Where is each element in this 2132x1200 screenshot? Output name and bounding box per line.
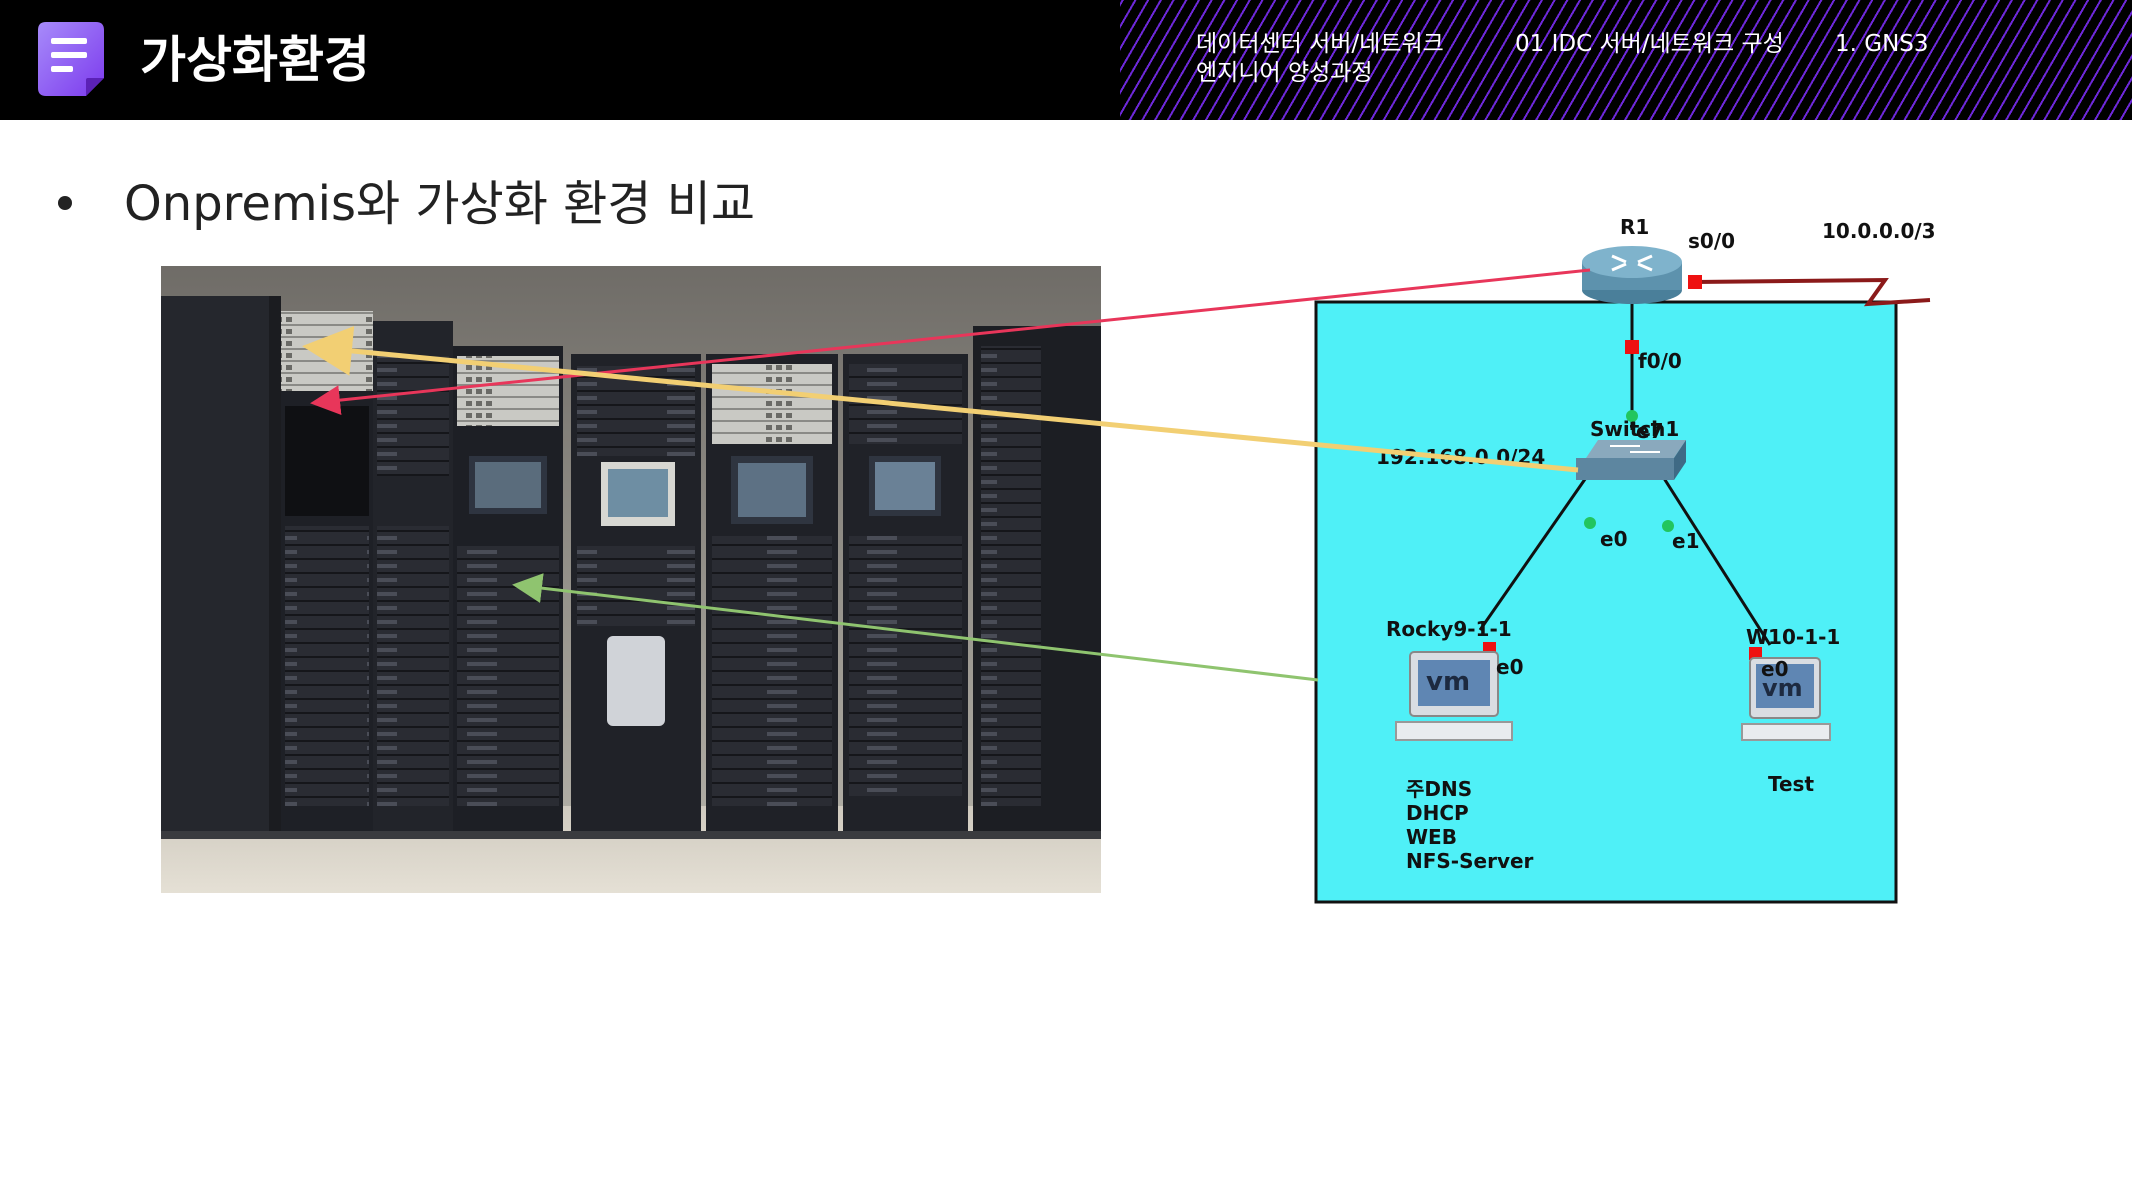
switch-icon[interactable] (1576, 440, 1686, 480)
document-icon (38, 22, 104, 96)
lan-network-label: 192.168.0.0/24 (1376, 445, 1545, 469)
switch-uplink-port-label: e7 (1636, 419, 1663, 443)
port-marker-red (1625, 340, 1639, 354)
bullet-item: Onpremis와 가상화 환경 비교 (58, 174, 755, 234)
vm-badge-left: vm (1426, 667, 1470, 697)
breadcrumb-module[interactable]: 01 IDC 서버/네트워크 구성 (1515, 31, 1784, 57)
server-rack-photo (161, 266, 1101, 893)
port-marker-red (1688, 275, 1702, 289)
serial-link (1694, 277, 1931, 307)
port-marker-red (1749, 647, 1762, 660)
switch-left-port-label: e0 (1600, 527, 1627, 551)
port-marker-green (1626, 410, 1638, 422)
host-left-role-2: DHCP (1406, 801, 1469, 825)
serial-network-label: 10.0.0.0/3 (1822, 219, 1936, 243)
router-lan-port-label: f0/0 (1638, 349, 1682, 373)
host-right-role: Test (1768, 772, 1814, 796)
network-topology-diagram: R1 s0/0 10.0.0.0/3 f0/0 Switch1 e7 192.1… (1314, 215, 1936, 904)
host-left-role-1: 주DNS (1406, 777, 1472, 801)
header-bar: 가상화환경 데이터센터 서버/네트워크 엔지니어 양성과정 01 IDC 서버/… (0, 0, 2132, 120)
host-right-vm-icon[interactable] (1741, 657, 1831, 741)
router-serial-port-label: s0/0 (1688, 229, 1735, 253)
lan-area (1314, 300, 1898, 904)
switch-right-port-label: e1 (1672, 529, 1699, 553)
bullet-text: Onpremis와 가상화 환경 비교 (124, 176, 756, 232)
port-marker-green (1662, 520, 1674, 532)
router-icon[interactable] (1582, 246, 1682, 304)
page-title: 가상화환경 (140, 31, 370, 89)
switch-label: Switch1 (1590, 417, 1679, 441)
router-label: R1 (1620, 215, 1649, 239)
host-left-role-3: WEB (1406, 825, 1457, 849)
header-hatch-decoration (1120, 0, 2132, 120)
breadcrumb-course[interactable]: 데이터센터 서버/네트워크 엔지니어 양성과정 (1196, 31, 1444, 86)
port-marker-green (1584, 517, 1596, 529)
host-left-role-4: NFS-Server (1406, 849, 1534, 873)
switch-left-link (1478, 471, 1592, 631)
breadcrumb-lesson[interactable]: 1. GNS3 (1835, 31, 1929, 57)
host-left-label: Rocky9-1-1 (1386, 617, 1512, 641)
vm-badge-right: vm (1762, 674, 1803, 702)
bullet-dot (58, 196, 72, 210)
host-right-port-label: e0 (1761, 657, 1788, 681)
switch-right-link (1658, 471, 1772, 646)
host-left-vm-icon[interactable] (1395, 651, 1513, 741)
host-right-label: W10-1-1 (1746, 625, 1840, 649)
host-left-port-label: e0 (1496, 655, 1523, 679)
